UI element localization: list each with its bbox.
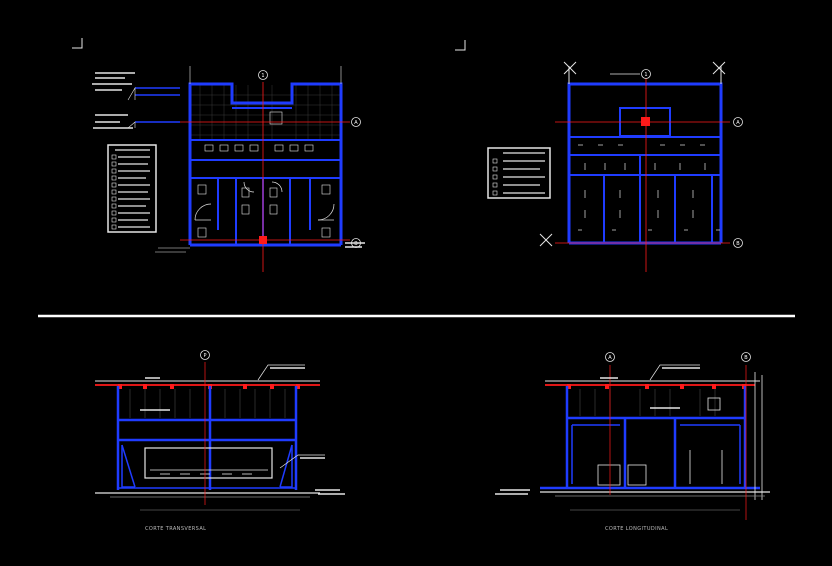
grid-bubble-label: A (608, 355, 612, 361)
ceiling-plan-right: 1 A B (539, 61, 743, 272)
section-transversal: P CORTE TRANSVERSAL (95, 350, 345, 532)
section-longitudinal: A B CORTE LONGITUDINAL (495, 352, 770, 532)
sheet-corner-marks (72, 38, 466, 51)
grid-bubble-label: B (354, 241, 358, 247)
grid-bubble-label: 1 (644, 72, 647, 78)
grid-bubble-label: A (354, 120, 358, 126)
floor-plan-left-tile-grid (190, 85, 340, 140)
plan-right-legend-table (487, 147, 551, 199)
grid-bubble-label: A (736, 120, 740, 126)
floor-plan-left: 1 A B (155, 66, 365, 272)
section-title-longitudinal: CORTE LONGITUDINAL (605, 526, 668, 532)
grid-bubble-label: B (744, 355, 748, 361)
grid-bubble-label: P (203, 353, 206, 359)
grid-bubble-label: 1 (261, 73, 264, 79)
plan-left-legend-table (107, 144, 157, 233)
plan-left-notes (92, 72, 180, 129)
section-title-transversal: CORTE TRANSVERSAL (145, 526, 206, 532)
grid-bubble-label: B (736, 241, 740, 247)
